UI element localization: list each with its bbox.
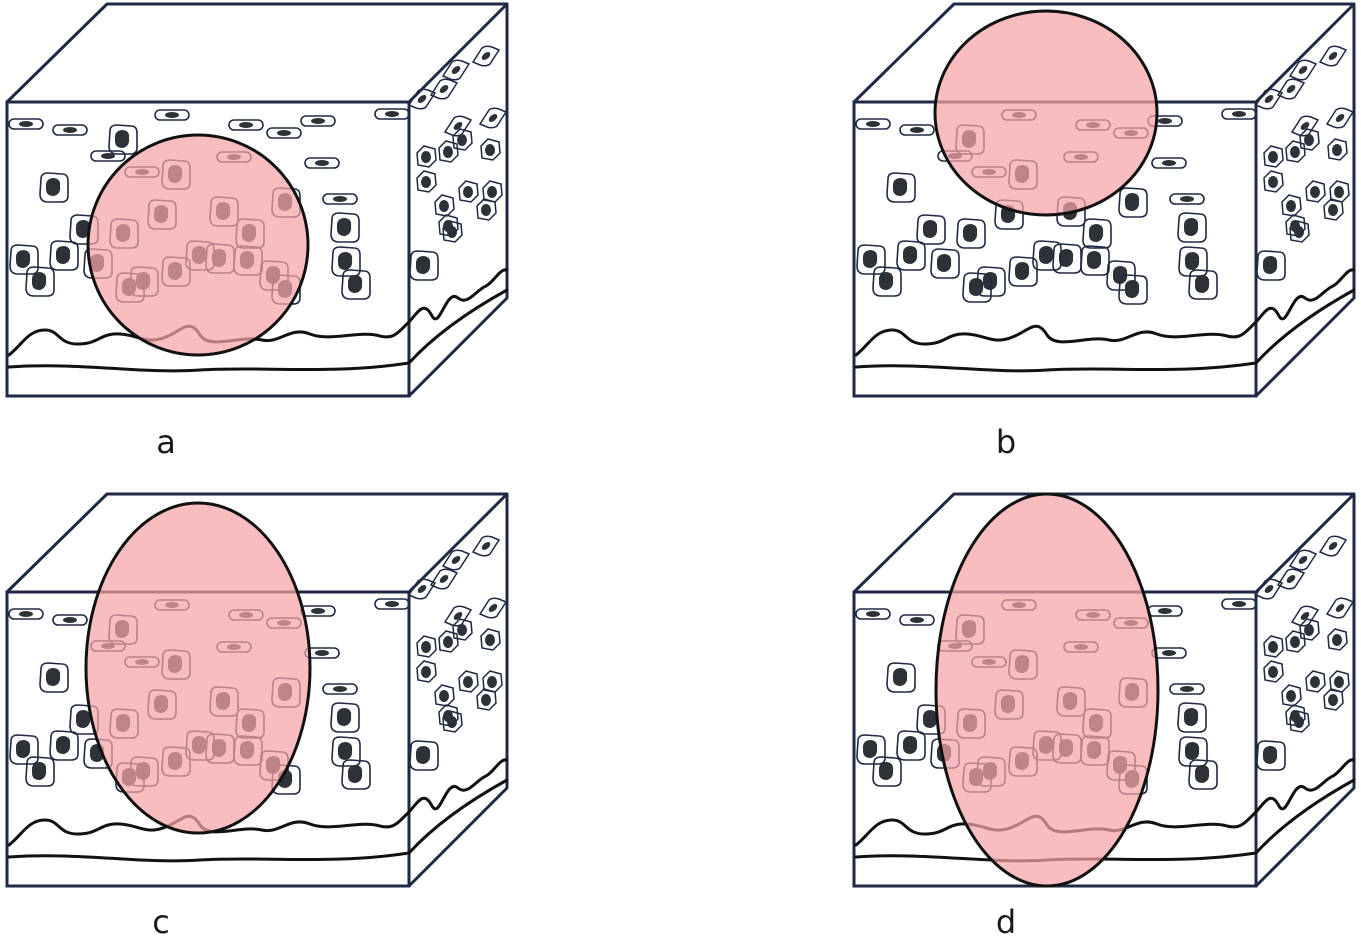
region-b bbox=[933, 9, 1159, 217]
label-c: c bbox=[152, 903, 170, 939]
panel-d: d bbox=[854, 492, 1354, 939]
region-a bbox=[86, 133, 310, 357]
label-d: d bbox=[996, 903, 1016, 939]
panel-c: c bbox=[7, 494, 507, 939]
region-c bbox=[84, 501, 312, 835]
label-a: a bbox=[156, 423, 176, 461]
region-d bbox=[934, 492, 1160, 888]
panel-b: b bbox=[854, 4, 1354, 461]
label-b: b bbox=[996, 423, 1016, 461]
panel-a: a bbox=[7, 4, 507, 461]
